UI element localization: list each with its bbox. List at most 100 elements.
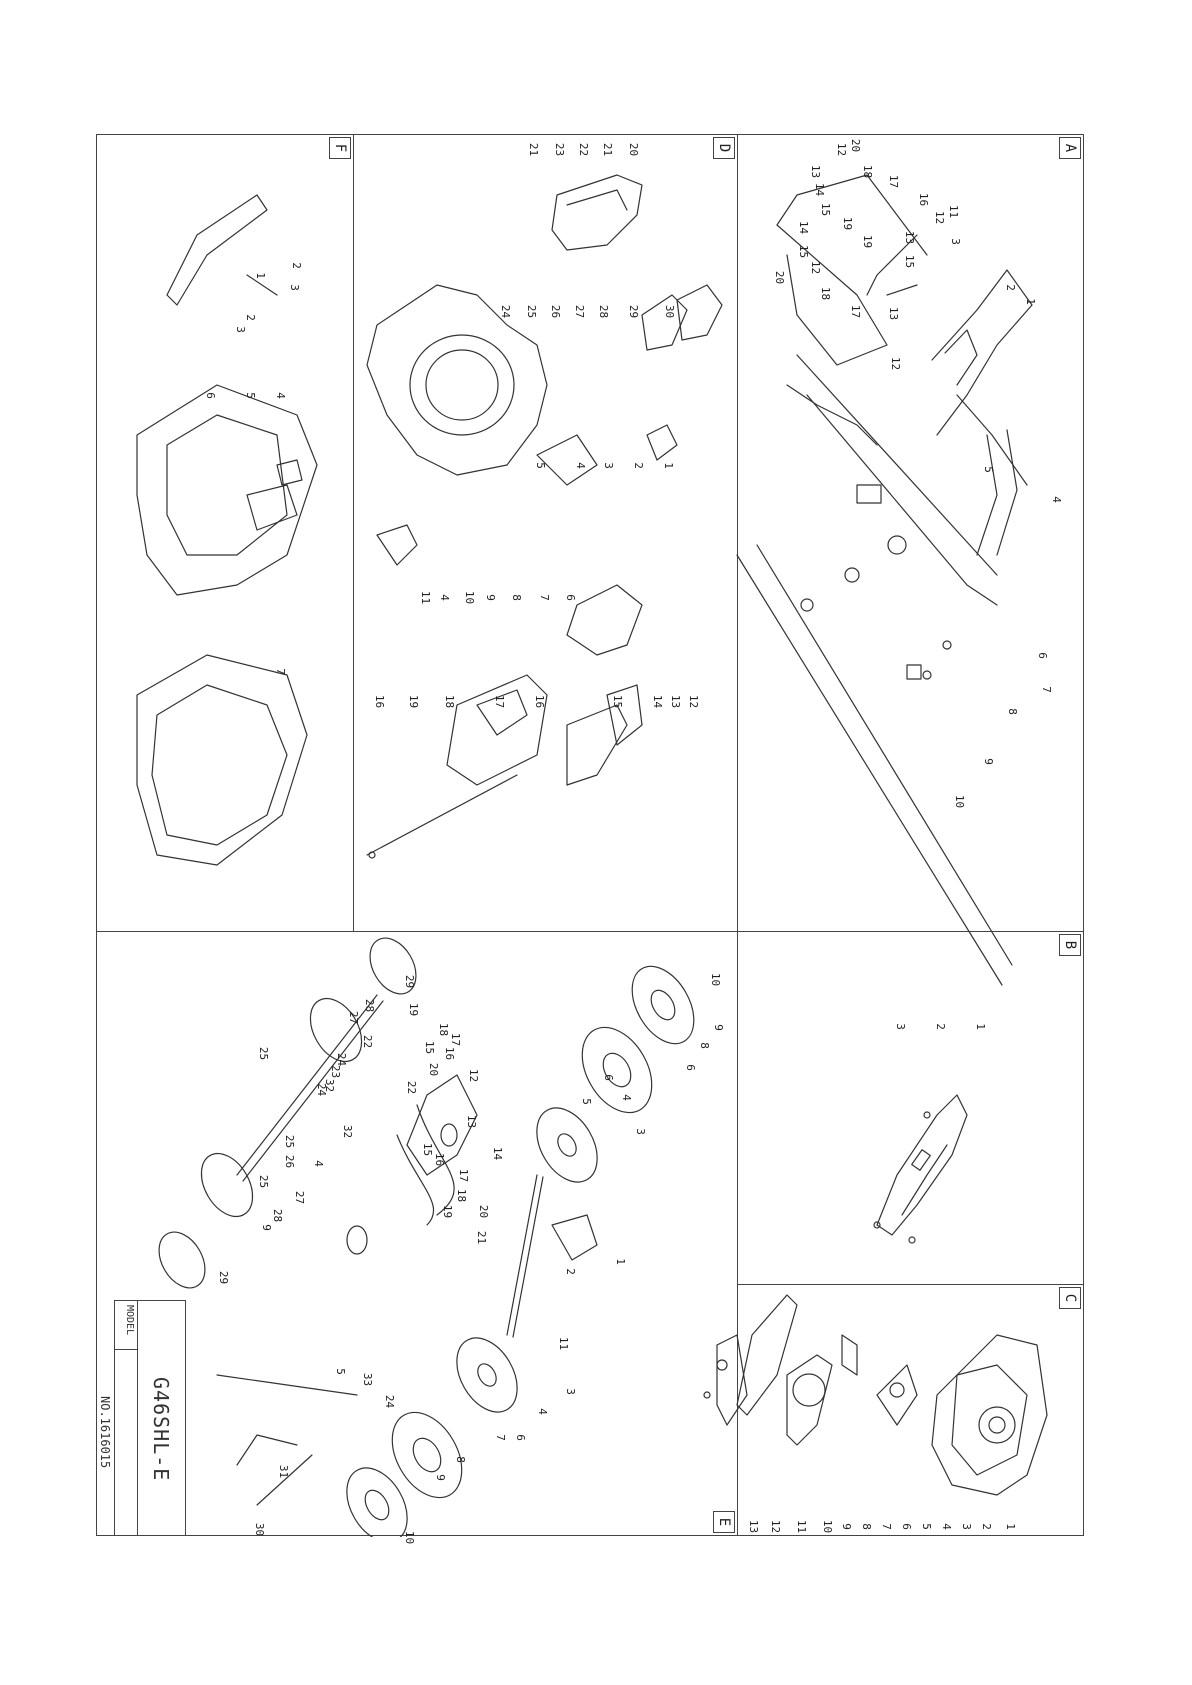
callout-e-6b: 6 — [601, 1074, 615, 1081]
callout-e-4c: 4 — [311, 1160, 325, 1167]
callout-e-28b: 28 — [271, 1208, 285, 1223]
model-value: G46SHL-E — [149, 1377, 173, 1482]
divider-top-bottom — [97, 931, 1083, 932]
callout-d-24: 24 — [499, 304, 513, 319]
callout-e-33: 33 — [361, 1372, 375, 1387]
panel-f-grass-catcher — [136, 194, 318, 866]
callout-a-15c: 15 — [797, 244, 811, 259]
callout-a-8: 8 — [1005, 708, 1019, 715]
callout-c-4: 4 — [939, 1523, 953, 1530]
callout-e-2: 2 — [563, 1268, 577, 1275]
callout-b-1: 1 — [973, 1023, 987, 1030]
callout-d-9: 9 — [483, 594, 497, 601]
callout-e-21: 21 — [475, 1230, 489, 1245]
callout-d-4a: 4 — [573, 462, 587, 469]
callout-a-15a: 15 — [819, 202, 833, 217]
callout-a-12d: 12 — [889, 356, 903, 371]
callout-e-9a: 9 — [711, 1024, 725, 1031]
callout-d-8: 8 — [509, 594, 523, 601]
callout-e-5a: 5 — [579, 1098, 593, 1105]
callout-e-3b: 3 — [563, 1388, 577, 1395]
callout-e-27b: 27 — [293, 1190, 307, 1205]
callout-d-29: 29 — [627, 304, 641, 319]
callout-a-18b: 18 — [819, 286, 833, 301]
callout-d-3: 3 — [601, 462, 615, 469]
callout-a-12c: 12 — [809, 260, 823, 275]
callout-d-21b: 21 — [527, 142, 541, 157]
callout-a-3: 3 — [948, 238, 962, 245]
callout-e-8b: 8 — [453, 1456, 467, 1463]
callout-b-3: 3 — [893, 1023, 907, 1030]
callout-a-13b: 13 — [903, 230, 917, 245]
callout-d-1: 1 — [661, 462, 675, 469]
divider-b-c — [737, 1284, 1083, 1285]
callout-e-4a: 4 — [619, 1094, 633, 1101]
callout-a-14a: 14 — [813, 182, 827, 197]
callout-d-12: 12 — [687, 694, 701, 709]
callout-a-15b: 15 — [903, 254, 917, 269]
callout-a-6: 6 — [1035, 652, 1049, 659]
callout-e-23: 23 — [329, 1064, 343, 1079]
callout-d-20: 20 — [627, 142, 641, 157]
callout-e-25c: 25 — [257, 1174, 271, 1189]
callout-e-29a: 29 — [403, 974, 417, 989]
callout-e-16a: 16 — [443, 1046, 457, 1061]
callout-c-5: 5 — [919, 1523, 933, 1530]
panel-b-deflector — [873, 1094, 968, 1244]
callout-e-30: 30 — [253, 1522, 267, 1537]
callout-d-14: 14 — [651, 694, 665, 709]
callout-e-17a: 17 — [449, 1032, 463, 1047]
drawing-number: NO.1616015 — [98, 1396, 112, 1469]
callout-a-17a: 17 — [887, 174, 901, 189]
title-block: MODEL G46SHL-E — [114, 1300, 186, 1536]
callout-d-17: 17 — [493, 694, 507, 709]
panel-e-wheels-axles — [158, 937, 695, 1537]
panel-c-engine-blade — [703, 1294, 1048, 1496]
callout-f-5: 5 — [243, 392, 257, 399]
panel-d-deck-parts — [366, 174, 723, 859]
callout-c-7: 7 — [879, 1523, 893, 1530]
callout-e-6c: 6 — [513, 1434, 527, 1441]
callout-e-20b: 20 — [477, 1204, 491, 1219]
callout-d-6: 6 — [563, 594, 577, 601]
callout-e-9b: 9 — [433, 1474, 447, 1481]
callout-f-6: 6 — [203, 392, 217, 399]
callout-d-11: 11 — [419, 590, 433, 605]
callout-c-6: 6 — [899, 1523, 913, 1530]
callout-d-16a: 16 — [533, 694, 547, 709]
callout-c-10: 10 — [821, 1519, 835, 1534]
callout-a-7: 7 — [1039, 686, 1053, 693]
callout-c-11: 11 — [795, 1519, 809, 1534]
callout-a-13a: 13 — [809, 164, 823, 179]
divider-d-f — [353, 135, 354, 931]
callout-d-26: 26 — [549, 304, 563, 319]
callout-a-2: 2 — [1003, 284, 1017, 291]
callout-d-30: 30 — [663, 304, 677, 319]
callout-e-5b: 5 — [333, 1368, 347, 1375]
callout-d-5: 5 — [533, 462, 547, 469]
callout-a-19b: 19 — [861, 234, 875, 249]
callout-e-12: 12 — [467, 1068, 481, 1083]
callout-c-9: 9 — [839, 1523, 853, 1530]
callout-e-18b: 18 — [455, 1188, 469, 1203]
callout-d-21a: 21 — [601, 142, 615, 157]
callout-e-9c: 9 — [259, 1224, 273, 1231]
callout-e-31: 31 — [277, 1464, 291, 1479]
callout-a-1: 1 — [1023, 298, 1037, 305]
callout-a-20a: 20 — [849, 138, 863, 153]
callout-e-3a: 3 — [633, 1128, 647, 1135]
callout-f-2a: 2 — [289, 262, 303, 269]
callout-a-10: 10 — [953, 794, 967, 809]
callout-c-12: 12 — [769, 1519, 783, 1534]
callout-d-28: 28 — [597, 304, 611, 319]
callout-e-14: 14 — [491, 1146, 505, 1161]
callout-d-22: 22 — [577, 142, 591, 157]
callout-e-8a: 8 — [697, 1042, 711, 1049]
callout-f-2b: 2 — [243, 314, 257, 321]
callout-e-32b: 32 — [341, 1124, 355, 1139]
callout-e-27a: 27 — [347, 1010, 361, 1025]
callout-d-15: 15 — [611, 694, 625, 709]
callout-f-3b: 3 — [233, 326, 247, 333]
callout-e-17b: 17 — [457, 1168, 471, 1183]
callout-d-7: 7 — [537, 594, 551, 601]
